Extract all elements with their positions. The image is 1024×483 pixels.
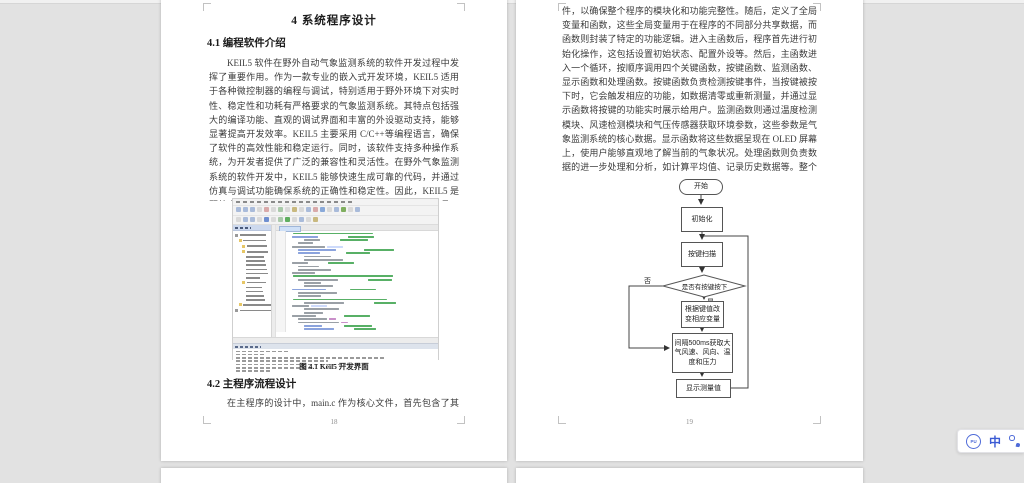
flowchart-connectors	[628, 195, 749, 389]
figure-main-program-flowchart[interactable]: 开始 初始化 按键扫描 是否有按键按下 否 是 根据键值改变相应变量 间隔500…	[616, 172, 811, 404]
margin-mark-icon	[813, 416, 821, 424]
flow-display-node[interactable]: 显示测量值	[676, 379, 731, 398]
document-page-18[interactable]: 4 系统程序设计 4.1 编程软件介绍 KEIL5 软件在野外自动气象监测系统的…	[161, 0, 507, 461]
flow-update-node[interactable]: 根据键值改变相应变量	[681, 301, 724, 328]
toolbar-bottom-edge	[0, 0, 1024, 4]
keil-tree-scrollbar	[272, 225, 276, 337]
ime-logo-icon[interactable]: PU	[966, 433, 981, 449]
section-heading-4-1[interactable]: 4.1 编程软件介绍	[207, 38, 286, 49]
section-heading-4-2[interactable]: 4.2 主程序流程设计	[207, 379, 297, 390]
margin-mark-icon	[457, 3, 465, 11]
margin-mark-icon	[813, 3, 821, 11]
flow-keyscan-node[interactable]: 按键扫描	[681, 242, 723, 267]
keil-project-header	[233, 225, 271, 231]
margin-mark-icon	[203, 3, 211, 11]
flow-no-label: 否	[644, 278, 651, 285]
ime-chinese-mode-button[interactable]: 中	[989, 434, 1002, 449]
keil-project-tree	[233, 225, 272, 337]
flow-start-node[interactable]: 开始	[679, 179, 723, 195]
keil-build-output-header	[233, 343, 438, 349]
document-page-19[interactable]: 件，以确保整个程序的模块化和功能完整性。随后，定义了全局变量和函数，这些全局变量…	[516, 0, 863, 461]
margin-mark-icon	[203, 416, 211, 424]
keil-code-editor	[276, 225, 438, 337]
body-paragraph[interactable]: 在主程序的设计中，main.c 作为核心文件，首先包含了其他必要的.c 头文	[227, 398, 459, 408]
keil-toolbar-row1	[233, 205, 438, 215]
ime-toolbar: PU 中	[957, 429, 1024, 453]
keil-toolbar-row2	[233, 215, 438, 224]
keil-editor-tab	[276, 225, 438, 232]
document-page-next-right[interactable]	[516, 468, 863, 483]
body-paragraph[interactable]: KEIL5 软件在野外自动气象监测系统的软件开发过程中发挥了重要作用。作为一款专…	[209, 58, 459, 201]
chapter-title[interactable]: 4 系统程序设计	[291, 15, 377, 27]
ime-punctuation-icon[interactable]	[1009, 435, 1020, 447]
margin-mark-icon	[558, 416, 566, 424]
document-page-next-left[interactable]	[161, 468, 507, 483]
margin-mark-icon	[558, 3, 566, 11]
keil-panel-tabs	[233, 337, 438, 343]
page-number: 19	[686, 418, 693, 426]
flow-init-node[interactable]: 初始化	[681, 207, 723, 232]
body-paragraph[interactable]: 件，以确保整个程序的模块化和功能完整性。随后，定义了全局变量和函数，这些全局变量…	[562, 6, 817, 173]
figure-keil5-screenshot[interactable]	[232, 198, 439, 375]
keil-build-output	[233, 349, 438, 375]
flow-decision-node[interactable]: 是否有按键按下	[681, 284, 728, 291]
figure-caption: 图 4.1 Keil5 开发界面	[299, 362, 369, 371]
keil-menu-bar	[233, 199, 438, 205]
margin-mark-icon	[457, 416, 465, 424]
flow-sample-node[interactable]: 间隔500ms获取大气风速、风向、温度和压力	[672, 333, 733, 373]
page-number: 18	[330, 418, 338, 426]
